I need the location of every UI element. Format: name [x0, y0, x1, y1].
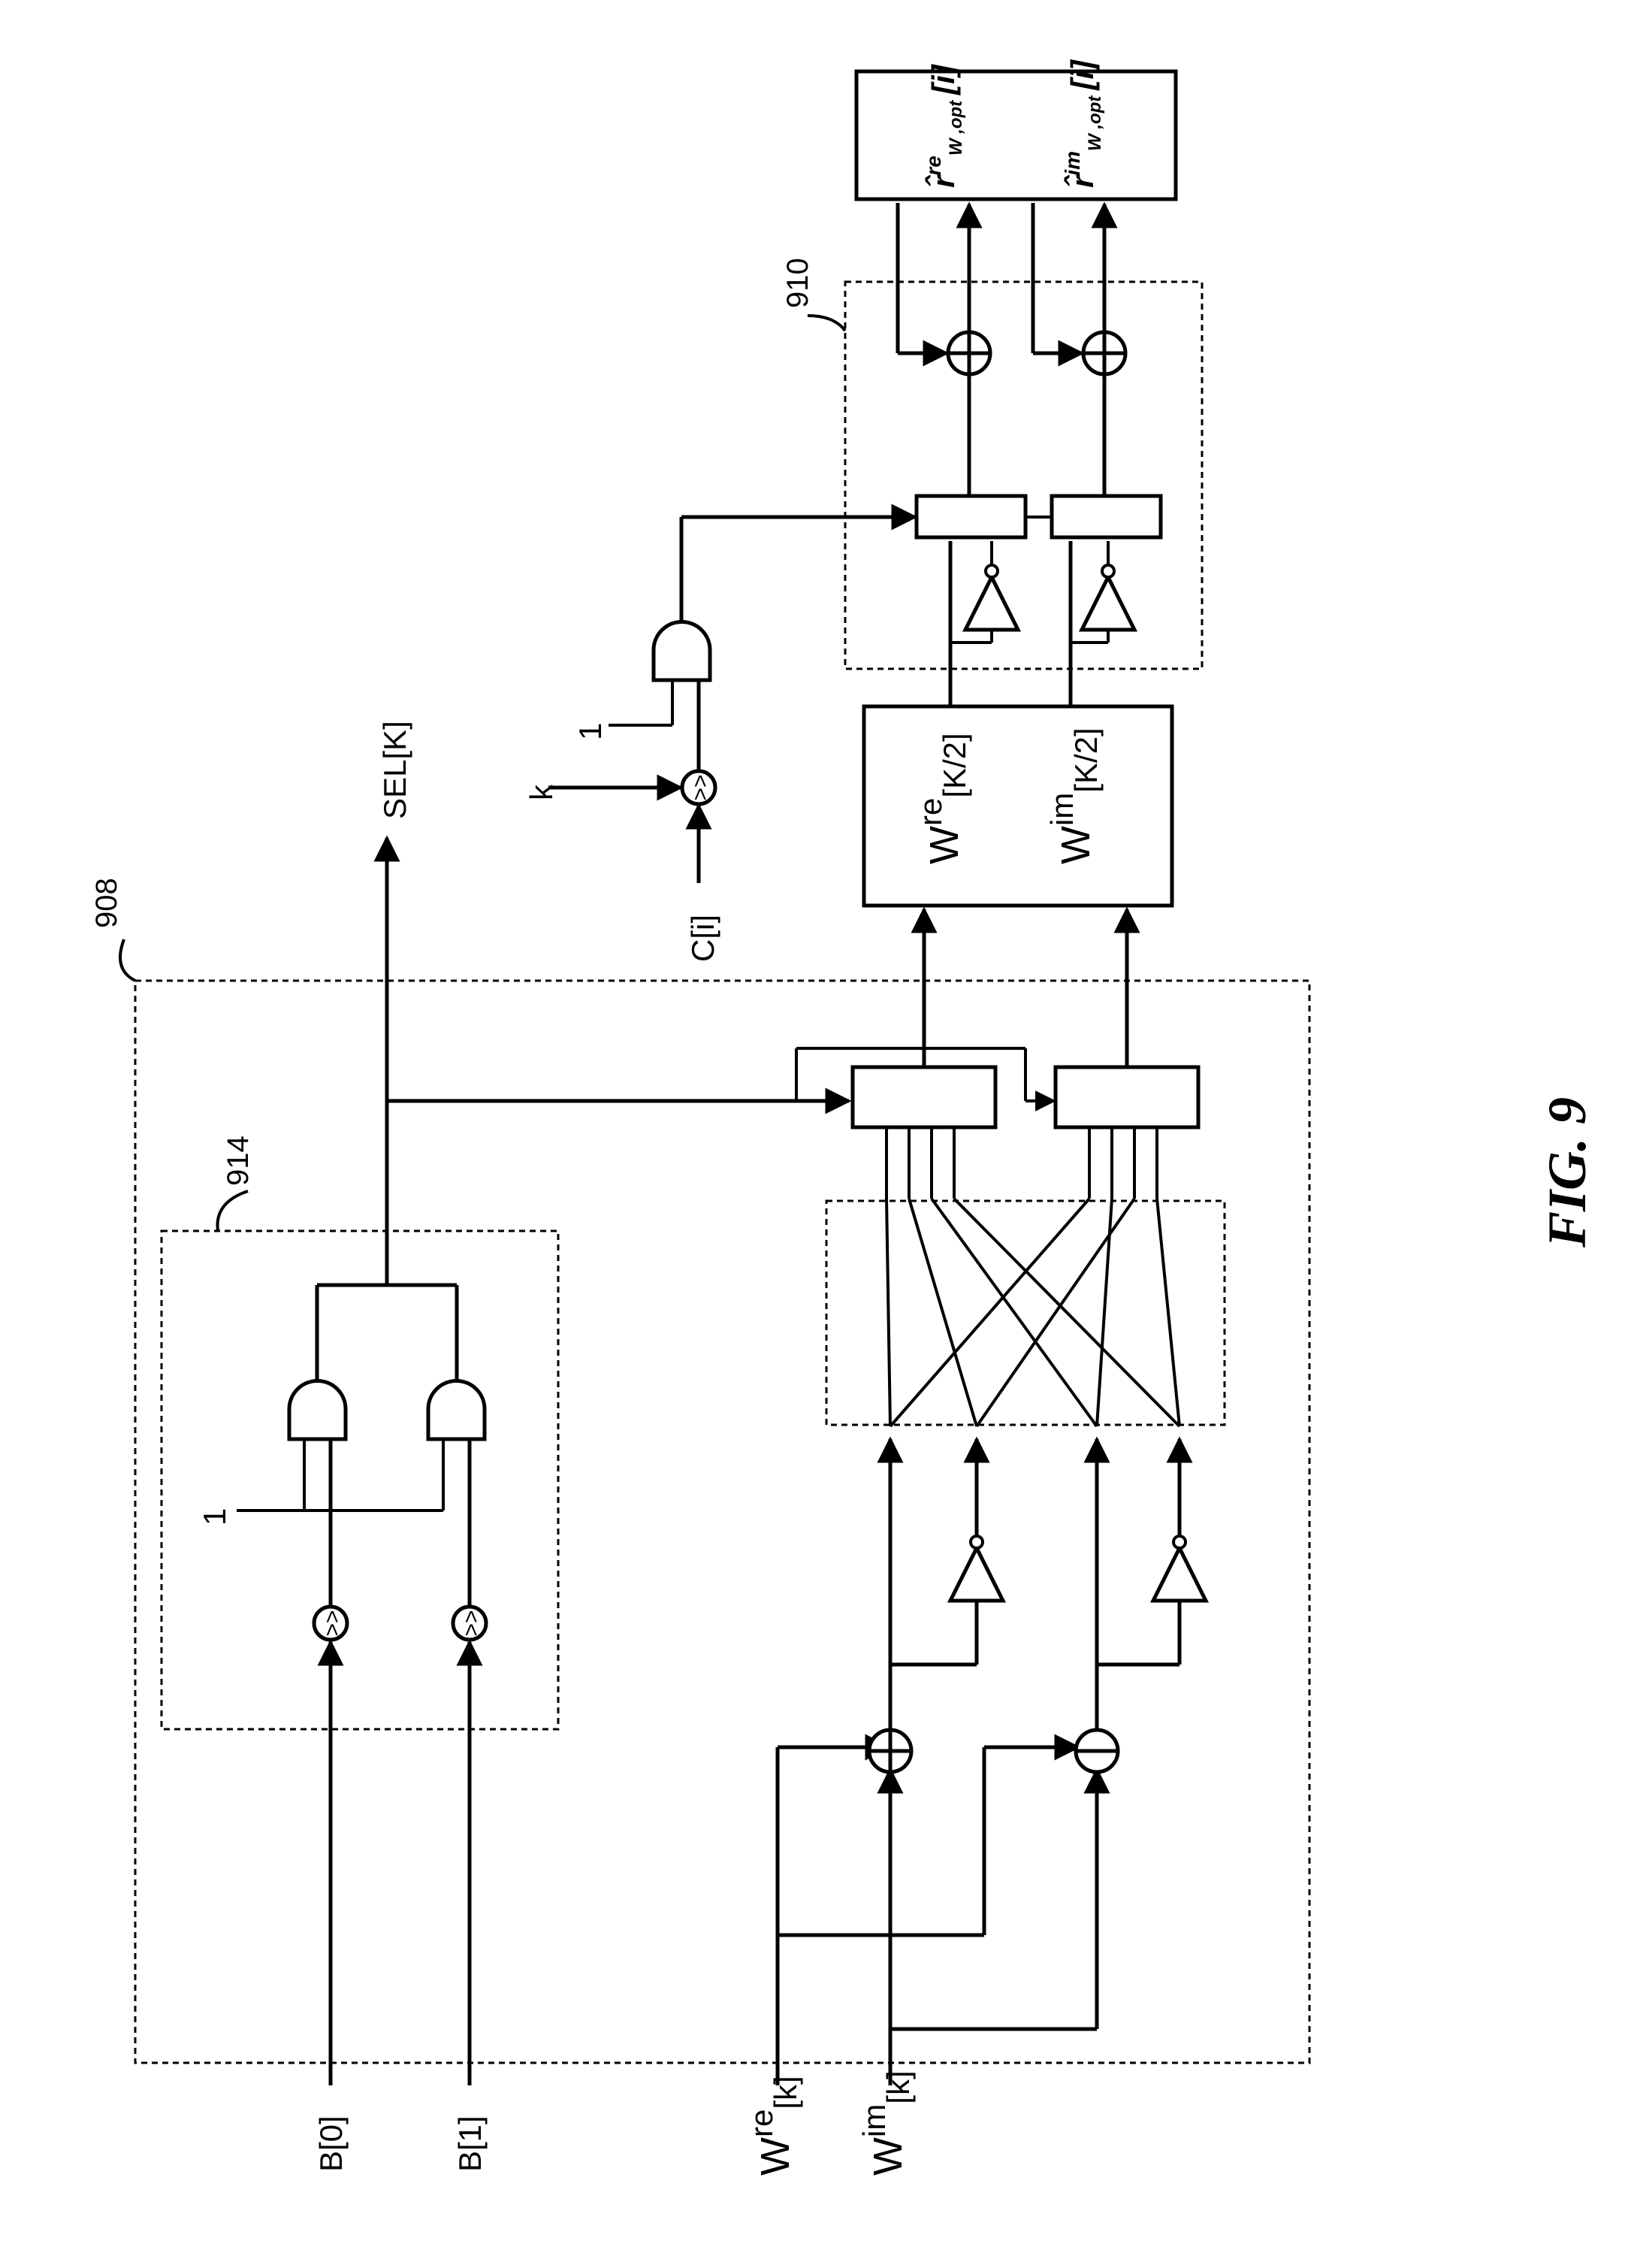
inverter-910-im: [1082, 577, 1134, 630]
input-wre: Wre[k]: [744, 2076, 803, 2176]
selector-910-re: [917, 496, 1025, 537]
leader-914: [218, 1191, 249, 1231]
output-sel: SEL[K]: [377, 721, 412, 819]
inverter-910-re: [965, 577, 1018, 630]
svg-text:>>: >>: [320, 1610, 345, 1636]
input-wim: Wim[k]: [856, 2070, 916, 2176]
ref-910: 910: [781, 258, 814, 308]
and-gate-b0: [289, 1381, 346, 1440]
svg-text:>>: >>: [459, 1610, 484, 1636]
figure-caption: FIG. 9: [1537, 1097, 1597, 1248]
mux-im: [1056, 1067, 1198, 1127]
memory-w-k2: [864, 706, 1172, 906]
mux-re: [853, 1067, 995, 1127]
input-k: k: [524, 784, 559, 800]
and-gate-ci: [654, 622, 710, 680]
input-ci: C[i]: [685, 915, 720, 962]
inverter-im: [1153, 1548, 1206, 1601]
selector-910-im: [1052, 496, 1161, 537]
result-register: [856, 71, 1176, 199]
svg-text:>>: >>: [688, 774, 713, 800]
crossbar-lines: [887, 1199, 1179, 1426]
inverter-re: [950, 1548, 1003, 1601]
const-one-914: 1: [197, 1508, 232, 1526]
leader-908: [120, 939, 135, 981]
const-one-910: 1: [572, 723, 608, 740]
leader-910: [808, 316, 845, 331]
ref-914: 914: [222, 1136, 255, 1186]
ref-908: 908: [90, 878, 123, 928]
and-gate-b1: [428, 1381, 485, 1440]
block-914: [162, 1231, 558, 1729]
input-b0: B[0]: [313, 2115, 349, 2172]
input-b1: B[1]: [452, 2115, 488, 2172]
